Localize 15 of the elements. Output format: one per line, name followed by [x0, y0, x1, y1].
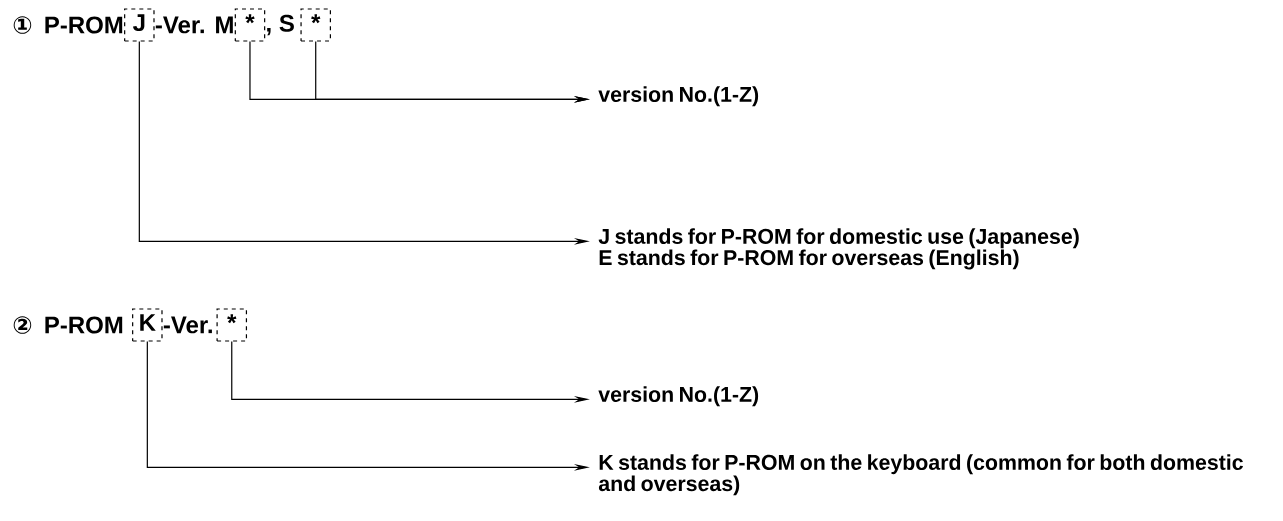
description-text: version No.(1-Z) — [598, 86, 759, 107]
circled-number: ① — [13, 16, 32, 34]
dashed-box: * — [300, 8, 331, 42]
description-text: K stands for P-ROM on the keyboard (common for both domestic and overseas) — [598, 454, 1243, 496]
dashed-box: * — [234, 8, 266, 42]
heading-text: -Ver. — [163, 316, 212, 334]
heading-text: -Ver. M — [155, 16, 233, 34]
description-text: version No.(1-Z) — [598, 386, 759, 407]
dashed-box: J — [124, 8, 155, 42]
heading-text: , S — [267, 14, 294, 36]
description-text: J stands for P-ROM for domestic use (Japanese) E stands for P-ROM for overseas (English) — [598, 228, 1079, 270]
circled-number: ② — [13, 316, 32, 334]
dashed-box: * — [216, 308, 248, 342]
heading-text: P-ROM — [45, 16, 123, 34]
dashed-box: K — [132, 308, 163, 342]
